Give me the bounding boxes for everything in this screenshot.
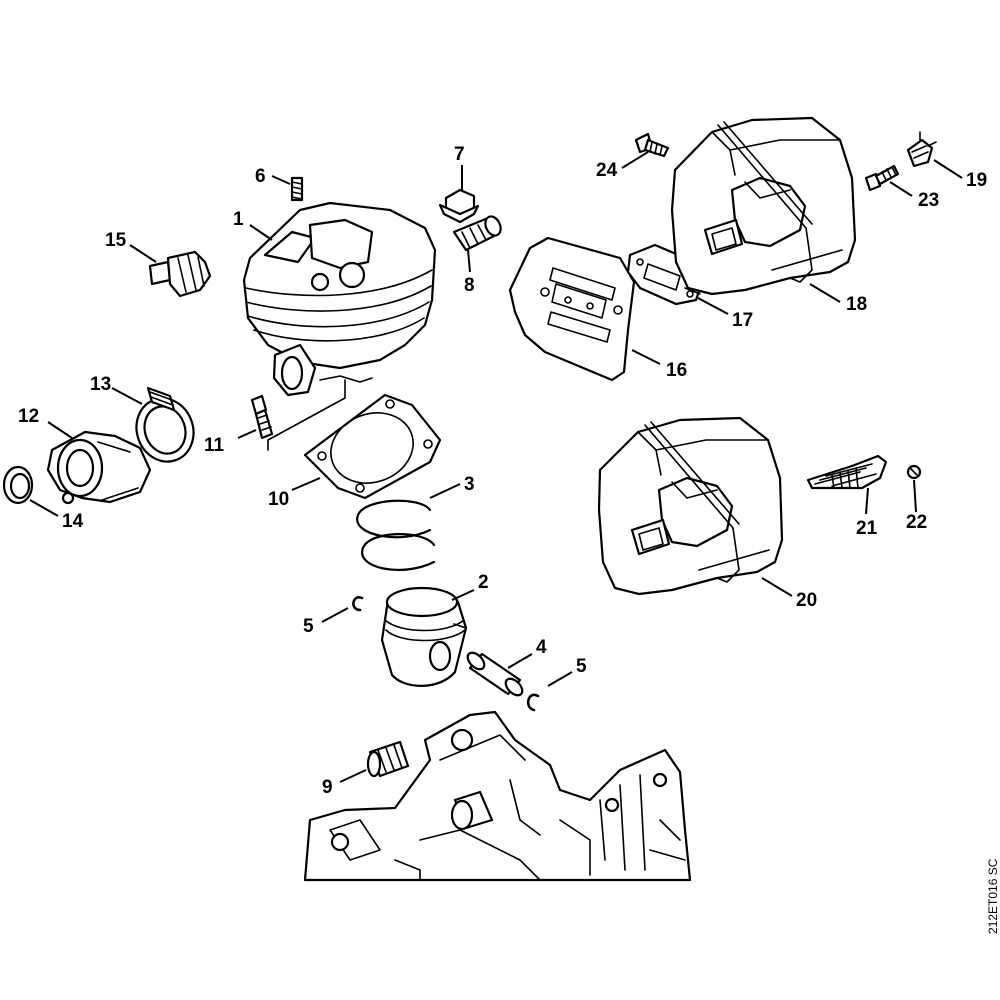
part-screw-11 bbox=[250, 394, 274, 440]
callout-24: 24 bbox=[596, 160, 618, 181]
callout-10: 10 bbox=[268, 489, 289, 510]
callout-18: 18 bbox=[846, 294, 867, 315]
part-circlip-left bbox=[352, 596, 364, 612]
part-spark-arrestor-screen bbox=[806, 454, 888, 490]
part-crankcase bbox=[303, 710, 692, 882]
part-decompression-valve bbox=[148, 250, 212, 298]
part-ring bbox=[2, 465, 34, 505]
part-needle-cage bbox=[366, 740, 410, 778]
part-piston bbox=[380, 586, 468, 687]
callout-5-right: 5 bbox=[576, 656, 587, 677]
part-piston-rings bbox=[356, 499, 436, 572]
callout-11: 11 bbox=[204, 435, 225, 456]
callout-21: 21 bbox=[856, 518, 878, 539]
callout-17: 17 bbox=[732, 310, 753, 331]
callout-7: 7 bbox=[454, 144, 465, 165]
part-cylinder bbox=[242, 201, 437, 397]
part-heat-shield bbox=[508, 236, 636, 382]
part-screw-23 bbox=[864, 164, 900, 192]
callout-9: 9 bbox=[322, 777, 333, 798]
callout-15: 15 bbox=[105, 230, 127, 251]
part-screw-plug bbox=[438, 188, 480, 224]
callout-2: 2 bbox=[478, 572, 489, 593]
callout-5-left: 5 bbox=[303, 616, 314, 637]
part-stud bbox=[290, 176, 304, 202]
callout-3: 3 bbox=[464, 474, 475, 495]
part-cylinder-gasket bbox=[303, 393, 442, 500]
callout-8: 8 bbox=[464, 275, 475, 296]
part-hose-clamp bbox=[135, 386, 195, 463]
part-screw-22 bbox=[906, 464, 922, 480]
callout-6: 6 bbox=[255, 166, 266, 187]
part-intake-manifold bbox=[46, 430, 152, 505]
callout-14: 14 bbox=[62, 511, 84, 532]
callout-4: 4 bbox=[536, 637, 547, 658]
part-muffler-lower bbox=[597, 416, 784, 596]
callout-20: 20 bbox=[796, 590, 817, 611]
leader-lines bbox=[29, 151, 963, 783]
callout-22: 22 bbox=[906, 512, 927, 533]
callout-1: 1 bbox=[233, 209, 244, 230]
callout-16: 16 bbox=[666, 360, 687, 381]
callout-19: 19 bbox=[966, 170, 987, 191]
part-piston-pin bbox=[466, 651, 524, 697]
drawing-code: 212ET016 SC bbox=[986, 858, 1000, 934]
callout-labels: 1 2 3 4 5 5 6 7 8 9 10 11 12 13 14 15 16… bbox=[18, 144, 987, 798]
part-clamp-19 bbox=[906, 131, 937, 168]
callout-13: 13 bbox=[90, 374, 111, 395]
callout-23: 23 bbox=[918, 190, 939, 211]
part-sleeve bbox=[452, 215, 502, 252]
part-muffler-upper bbox=[670, 116, 857, 296]
part-screw-24 bbox=[634, 132, 670, 158]
callout-12: 12 bbox=[18, 406, 39, 427]
part-circlip-right bbox=[526, 693, 540, 712]
